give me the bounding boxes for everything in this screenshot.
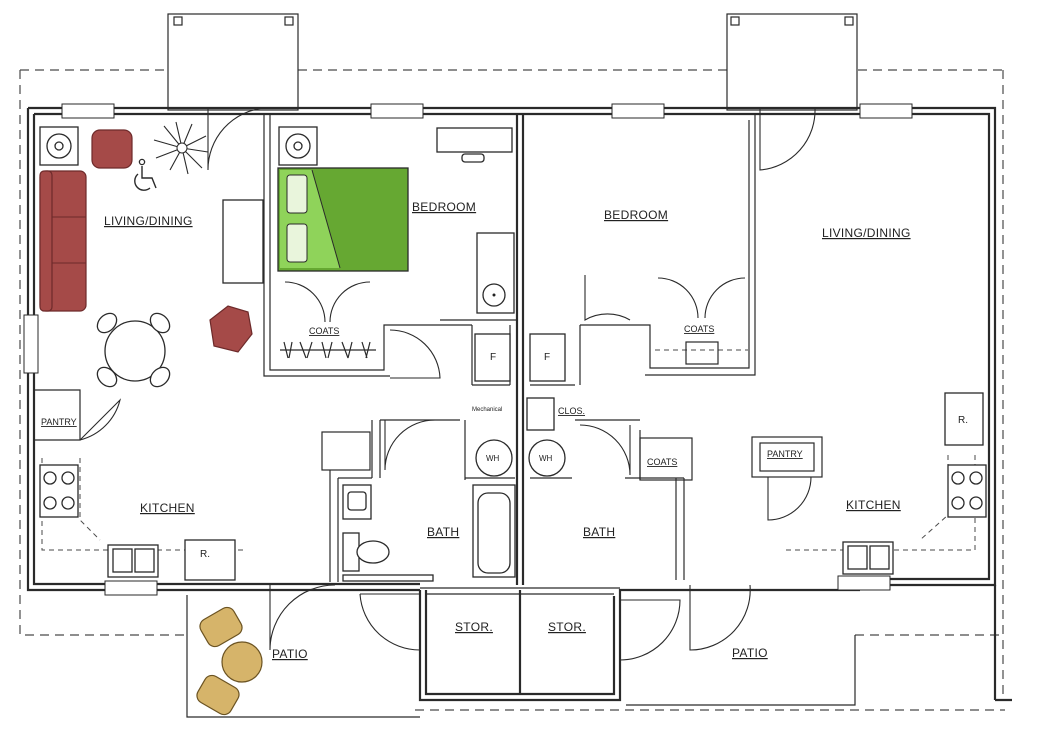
refrigerator-right <box>944 392 984 446</box>
plant-icon <box>153 121 209 175</box>
wheelchair-icon <box>134 158 157 191</box>
label-bath-right: BATH <box>583 525 615 539</box>
bath-left-fixtures <box>342 484 516 582</box>
washer-left <box>39 126 79 166</box>
label-kitchen-left: KITCHEN <box>140 501 195 515</box>
label-patio-right: PATIO <box>732 646 768 660</box>
patio-right <box>626 635 856 706</box>
label-bath-left: BATH <box>427 525 459 539</box>
dining-table <box>96 312 171 388</box>
label-water-heater-right: WH <box>539 454 553 463</box>
label-bedroom-right: BEDROOM <box>604 208 668 222</box>
label-clos: CLOS. <box>558 406 585 416</box>
label-living-dining-right: LIVING/DINING <box>822 226 911 240</box>
mechanical-equipment <box>474 333 566 477</box>
label-refrigerator-left: R. <box>200 549 210 560</box>
roof-overhang <box>19 69 1005 711</box>
bed <box>277 167 409 272</box>
coffee-table <box>222 199 264 284</box>
doors <box>79 107 816 661</box>
dresser <box>476 232 515 314</box>
label-stor-right: STOR. <box>548 620 586 634</box>
sofa <box>39 170 87 312</box>
interior-walls <box>34 114 976 694</box>
entry-porch-left <box>167 13 299 111</box>
label-pantry-left: PANTRY <box>41 417 77 427</box>
armchair-middle <box>209 305 253 353</box>
label-furnace-right: F <box>544 352 550 363</box>
washer-bedroom <box>278 126 318 166</box>
label-stor-left: STOR. <box>455 620 493 634</box>
coats-rod-left <box>280 341 376 359</box>
range-left <box>39 464 79 518</box>
label-furnace-left: F <box>490 352 496 363</box>
label-water-heater-left: WH <box>486 454 500 463</box>
label-pantry-right: PANTRY <box>767 449 803 459</box>
range-right <box>947 464 987 518</box>
label-refrigerator-right: R. <box>958 415 968 426</box>
desk <box>436 127 513 163</box>
label-coats-right: COATS <box>684 324 714 334</box>
room-labels: LIVING/DINING BEDROOM COATS PANTRY KITCH… <box>41 200 911 661</box>
windows <box>23 103 913 596</box>
label-coats-hall: COATS <box>647 457 677 467</box>
armchair-top <box>91 129 133 169</box>
label-mechanical: Mechanical <box>472 407 502 413</box>
coats-rod-right <box>655 341 748 365</box>
exterior-walls <box>26 106 1012 702</box>
label-patio-left: PATIO <box>272 647 308 661</box>
refrigerator-left <box>184 539 236 581</box>
label-bedroom-left: BEDROOM <box>412 200 476 214</box>
label-living-dining-left: LIVING/DINING <box>104 214 193 228</box>
label-coats-left: COATS <box>309 326 339 336</box>
fixture-labels: F F WH WH R. R. <box>200 352 968 560</box>
sink-left <box>107 544 159 578</box>
label-kitchen-right: KITCHEN <box>846 498 901 512</box>
entry-porch-right <box>726 13 858 111</box>
sink-right <box>842 541 894 575</box>
patio-left <box>186 595 420 718</box>
